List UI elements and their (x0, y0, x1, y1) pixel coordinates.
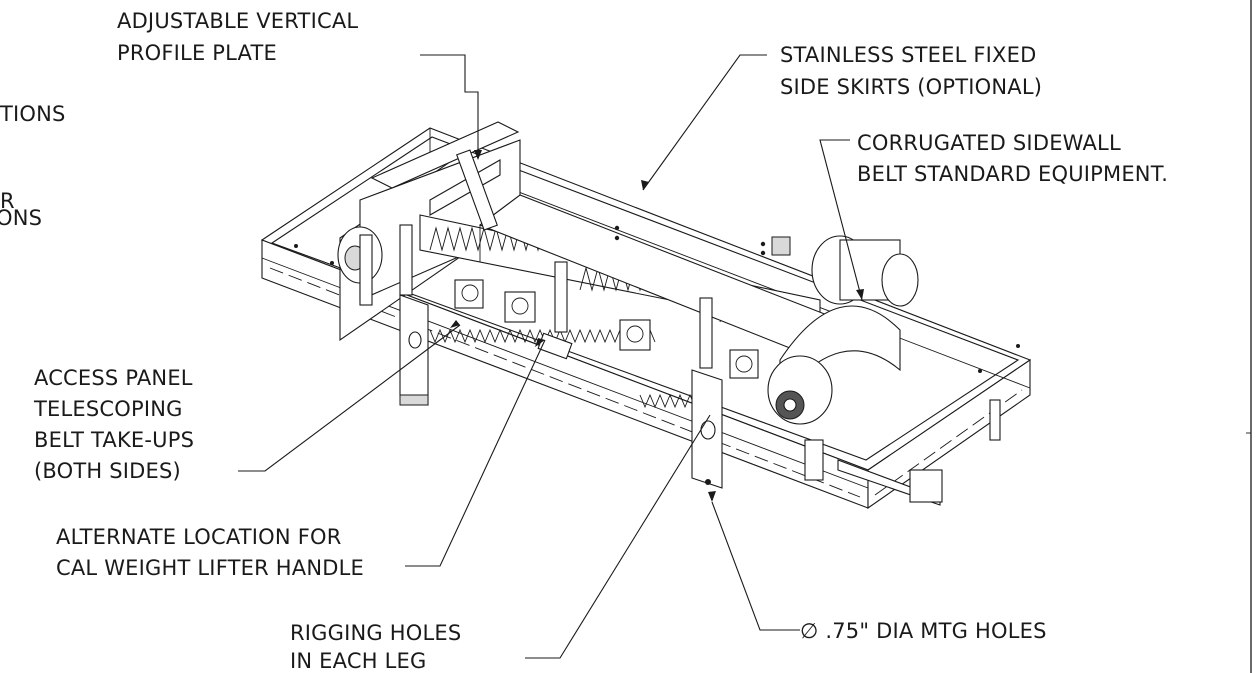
callout-left-partial: TIONS R ONS (0, 102, 66, 230)
label-rigging-holes-2: IN EACH LEG (290, 649, 426, 673)
label-left-partial-2b: ONS (0, 206, 42, 230)
callout-sidewall-belt: CORRUGATED SIDEWALL BELT STANDARD EQUIPM… (857, 131, 1168, 186)
callout-rigging-holes: RIGGING HOLES IN EACH LEG (290, 621, 461, 673)
callout-side-skirts: STAINLESS STEEL FIXED SIDE SKIRTS (OPTIO… (780, 43, 1042, 99)
conveyor-frame (260, 121, 1032, 510)
label-access-panel-3: BELT TAKE-UPS (34, 428, 194, 452)
label-side-skirts-2: SIDE SKIRTS (OPTIONAL) (780, 75, 1042, 99)
label-access-panel-4: (BOTH SIDES) (34, 459, 181, 483)
label-side-skirts-1: STAINLESS STEEL FIXED (780, 43, 1036, 67)
label-left-partial-1: TIONS (0, 102, 66, 126)
label-access-panel-2: TELESCOPING (33, 397, 183, 421)
callout-mtg-holes: ∅ .75" DIA MTG HOLES (800, 619, 1047, 643)
label-rigging-holes-1: RIGGING HOLES (290, 621, 461, 645)
leg-left (399, 294, 429, 406)
label-sidewall-belt-1: CORRUGATED SIDEWALL (857, 131, 1121, 155)
callout-alternate-location: ALTERNATE LOCATION FOR CAL WEIGHT LIFTER… (56, 525, 364, 580)
label-profile-plate-1: ADJUSTABLE VERTICAL (117, 9, 358, 33)
sheet-border (1246, 0, 1252, 673)
label-left-partial-2a: R (0, 189, 15, 213)
label-sidewall-belt-2: BELT STANDARD EQUIPMENT. (857, 162, 1168, 186)
label-access-panel-1: ACCESS PANEL (34, 366, 193, 390)
leader-lines (238, 54, 864, 659)
label-mtg-holes: ∅ .75" DIA MTG HOLES (800, 619, 1047, 643)
label-alternate-location-2: CAL WEIGHT LIFTER HANDLE (56, 556, 364, 580)
label-alternate-location-1: ALTERNATE LOCATION FOR (56, 525, 342, 549)
callout-profile-plate: ADJUSTABLE VERTICAL PROFILE PLATE (117, 9, 358, 65)
callout-access-panel: ACCESS PANEL TELESCOPING BELT TAKE-UPS (… (33, 366, 194, 483)
label-profile-plate-2: PROFILE PLATE (117, 41, 277, 65)
